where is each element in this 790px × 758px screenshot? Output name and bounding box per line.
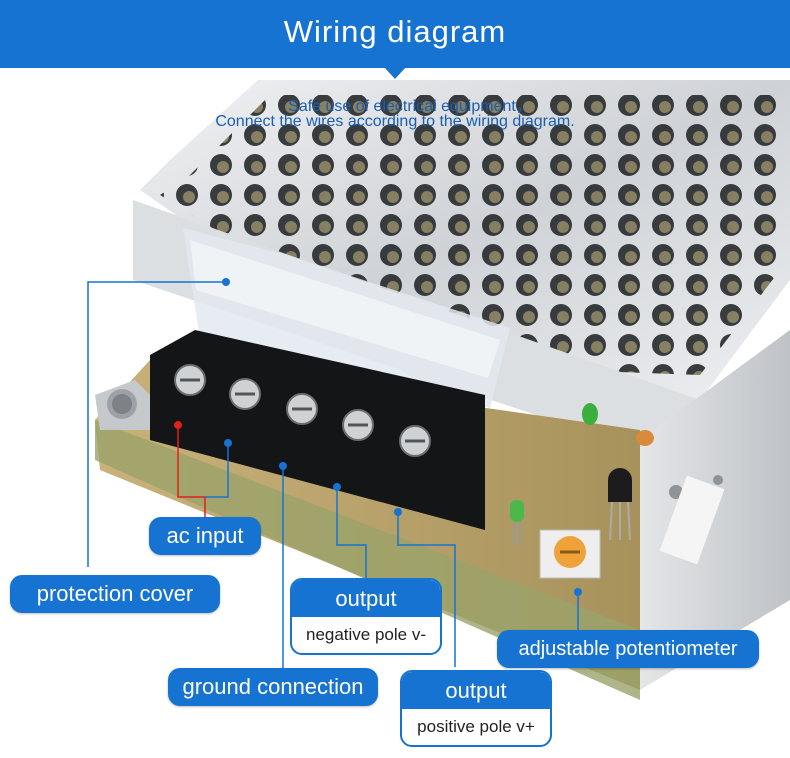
mounting-screw <box>95 380 155 430</box>
protection-cover-label: protection cover <box>10 575 220 613</box>
leader-dots <box>174 278 582 596</box>
title-banner <box>0 0 790 68</box>
subtitle-line-2: Connect the wires according to the wirin… <box>215 113 575 130</box>
perforated-top-cover <box>140 80 790 400</box>
output-positive-card: output positive pole v+ <box>400 670 552 747</box>
page-title: Wiring diagram <box>283 14 507 49</box>
transparent-cover <box>183 228 510 408</box>
green-led <box>510 500 524 545</box>
ac-input-label: ac input <box>149 517 261 555</box>
chassis-side-panel <box>640 330 790 690</box>
output-negative-card: output negative pole v- <box>290 578 442 655</box>
subtitle-line-1: Safe use of electrical equipment， <box>288 98 532 115</box>
output-negative-title: output <box>292 580 440 617</box>
leader-lines <box>87 281 579 668</box>
ground-connection-label: ground connection <box>168 668 378 706</box>
adjustable-potentiometer-label: adjustable potentiometer <box>497 630 759 668</box>
terminal-block <box>150 330 485 530</box>
potentiometer-component <box>539 529 601 579</box>
output-positive-detail: positive pole v+ <box>417 717 535 736</box>
transistor <box>608 468 632 541</box>
banner-pointer <box>384 67 406 79</box>
green-led-top <box>582 403 598 425</box>
orange-component <box>636 430 654 446</box>
output-negative-detail: negative pole v- <box>305 625 427 644</box>
output-positive-title: output <box>402 672 550 709</box>
